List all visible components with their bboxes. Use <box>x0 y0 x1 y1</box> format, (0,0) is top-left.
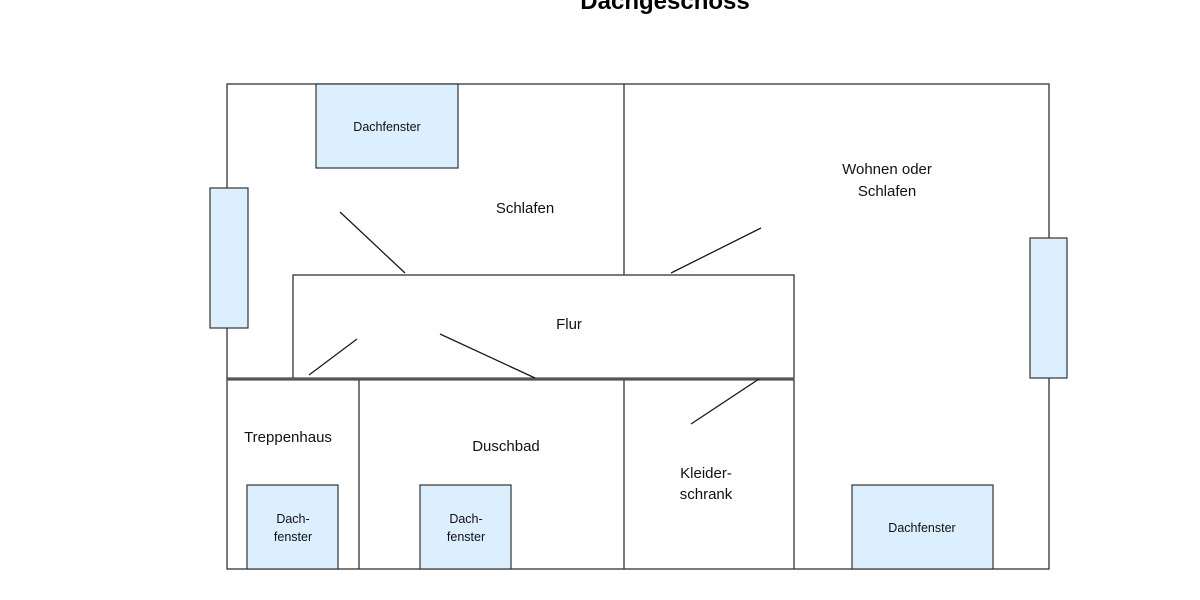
room-label-kleider-2: schrank <box>680 486 733 503</box>
door-wohnen <box>670 227 762 274</box>
wall-window-left <box>209 187 249 329</box>
window-label-treppenhaus-1: Dach- <box>276 512 309 526</box>
room-label-treppenhaus: Treppenhaus <box>244 429 332 446</box>
window-label-duschbad-1: Dach- <box>449 512 482 526</box>
window-label-top: Dachfenster <box>353 120 420 134</box>
wall-window-right <box>1029 237 1068 379</box>
roof-window-treppenhaus <box>246 484 339 570</box>
door-treppenhaus <box>308 338 358 376</box>
room-label-schlafen: Schlafen <box>496 200 554 217</box>
door-duschbad <box>439 333 536 379</box>
window-label-treppenhaus-2: fenster <box>274 530 312 544</box>
plan-title: Dachgeschoss <box>580 0 749 15</box>
roof-window-top <box>315 83 459 169</box>
room-label-flur: Flur <box>556 316 582 333</box>
window-label-bottom-right: Dachfenster <box>888 521 955 535</box>
door-schlafen <box>339 211 406 274</box>
roof-window-bottom-right <box>851 484 994 570</box>
room-label-kleider-1: Kleider- <box>680 465 732 482</box>
door-kleiderschrank <box>690 378 760 425</box>
window-label-duschbad-2: fenster <box>447 530 485 544</box>
flur-outline <box>292 274 795 380</box>
roof-window-duschbad <box>419 484 512 570</box>
room-label-wohnen-1: Wohnen oder <box>842 161 932 178</box>
room-label-duschbad: Duschbad <box>472 438 540 455</box>
room-label-wohnen-2: Schlafen <box>858 183 916 200</box>
